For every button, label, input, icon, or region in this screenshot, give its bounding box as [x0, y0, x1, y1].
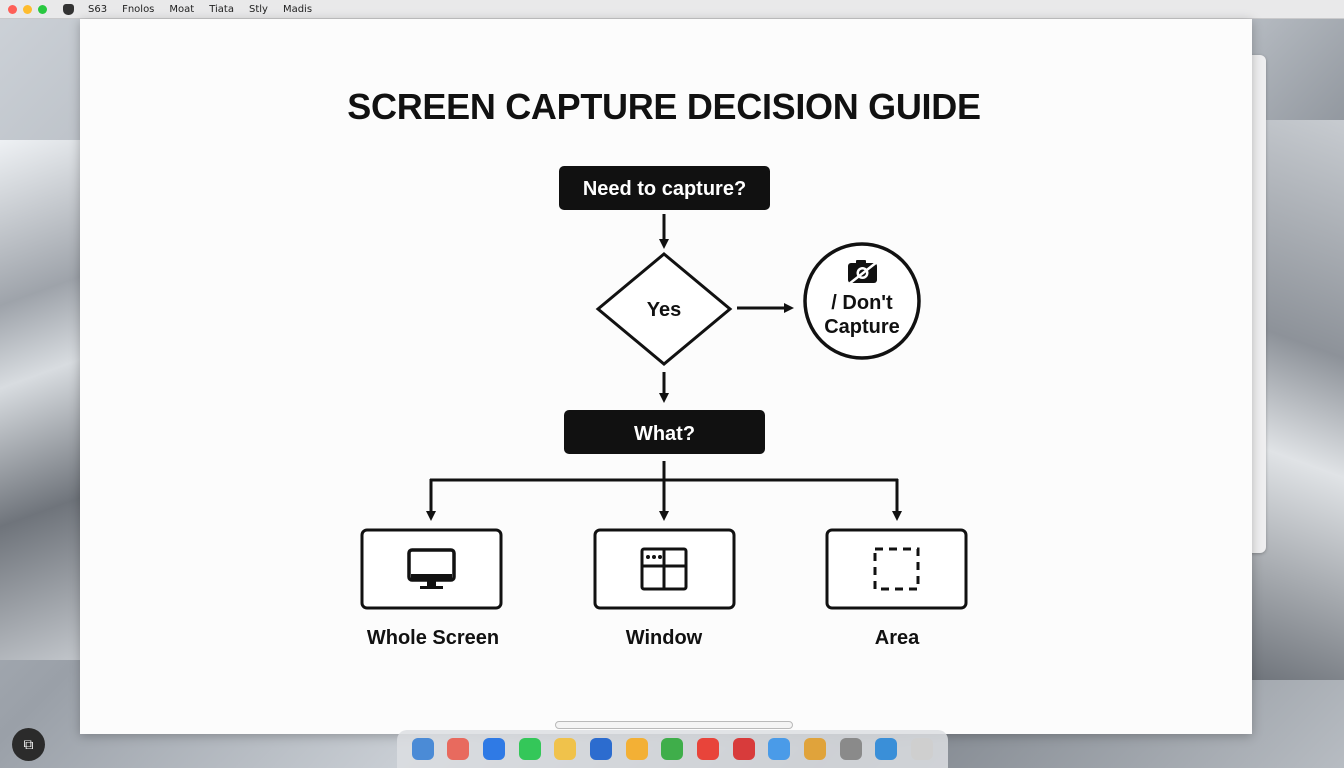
- no-capture-line2: Capture: [824, 316, 900, 338]
- notes-icon[interactable]: [554, 738, 577, 760]
- safari-icon[interactable]: [483, 738, 506, 760]
- monitor-icon: [407, 548, 456, 589]
- dashed-selection-icon: [873, 547, 920, 591]
- option-area-label: Area: [875, 627, 920, 649]
- question-node: What?: [564, 410, 765, 454]
- window-controls: [8, 4, 47, 14]
- messages-icon[interactable]: [518, 738, 541, 760]
- question-label: What?: [634, 423, 695, 445]
- main-window[interactable]: [80, 19, 1252, 734]
- zoom-button[interactable]: [38, 4, 47, 14]
- start-node: Need to capture?: [559, 166, 770, 210]
- pages-icon[interactable]: [625, 738, 648, 760]
- option-window[interactable]: Window: [593, 528, 736, 649]
- wallpaper-left: [0, 140, 90, 660]
- no-capture-node: / Don't Capture: [803, 242, 921, 360]
- menu-item-4[interactable]: Tiata: [209, 3, 234, 15]
- photos-icon[interactable]: [447, 738, 470, 760]
- finder-icon[interactable]: [411, 738, 434, 760]
- menu-item-1[interactable]: S63: [88, 3, 108, 15]
- appstore-icon[interactable]: [768, 738, 791, 760]
- no-capture-line1: / Don't: [831, 292, 893, 314]
- keynote-icon[interactable]: [590, 738, 613, 760]
- apple-icon[interactable]: [63, 3, 74, 15]
- diagram-title: SCREEN CAPTURE DECISION GUIDE: [347, 86, 981, 127]
- news-icon[interactable]: [732, 738, 755, 760]
- menu-item-2[interactable]: Fnolos: [122, 3, 155, 15]
- no-camera-icon: [848, 260, 878, 285]
- decision-node: Yes: [595, 252, 733, 366]
- menu-item-5[interactable]: Stly: [248, 3, 268, 15]
- menu-item-3[interactable]: Moat: [169, 3, 195, 15]
- option-area[interactable]: Area: [825, 528, 968, 649]
- minimize-button[interactable]: [23, 4, 32, 14]
- option-whole-screen-label: Whole Screen: [367, 627, 499, 649]
- start-node-label: Need to capture?: [583, 178, 746, 200]
- dock: [397, 730, 948, 768]
- chrome-icon[interactable]: [804, 738, 827, 760]
- scroll-indicator[interactable]: [555, 721, 793, 729]
- menu-bar: S63 Fnolos Moat Tiata Stly Madis: [0, 0, 1344, 19]
- preview-icon[interactable]: [875, 738, 898, 760]
- numbers-icon[interactable]: [661, 738, 684, 760]
- option-window-label: Window: [626, 627, 703, 649]
- screenshot-tool-icon[interactable]: ⧉: [12, 728, 45, 761]
- pen-icon[interactable]: [839, 738, 862, 760]
- branch-connectors: [426, 461, 902, 521]
- window-grid-icon: [640, 547, 688, 591]
- menu-item-6[interactable]: Madis: [282, 3, 313, 15]
- trash-icon[interactable]: [911, 738, 934, 760]
- decision-label: Yes: [647, 299, 681, 321]
- option-whole-screen[interactable]: Whole Screen: [360, 528, 503, 649]
- close-button[interactable]: [8, 4, 17, 14]
- calendar-icon[interactable]: [697, 738, 720, 760]
